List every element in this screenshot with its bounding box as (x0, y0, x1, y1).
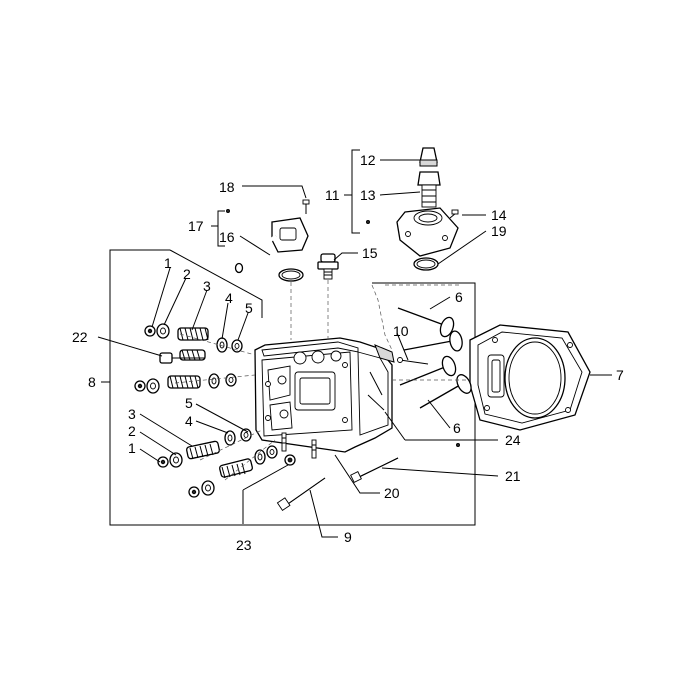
callout-9: 9 (344, 529, 352, 545)
callout-24: 24 (505, 432, 521, 448)
bracket-dots (225, 208, 460, 447)
callout-17: 17 (188, 218, 204, 234)
callout-11: 11 (325, 187, 340, 203)
callout-3: 3 (128, 406, 136, 422)
callout-16: 16 (219, 229, 235, 245)
thermostat-cover (396, 147, 459, 271)
valve-spring-set-bottom (157, 428, 296, 498)
callout-6: 6 (455, 289, 463, 305)
group-11-bracket (344, 149, 360, 234)
callout-13: 13 (360, 187, 376, 203)
callout-20: 20 (384, 485, 400, 501)
callout-3: 3 (203, 278, 211, 294)
callout-6: 6 (453, 420, 461, 436)
callout-1: 1 (164, 255, 172, 271)
assembly-guide-lines (174, 280, 470, 481)
valve-guide (397, 357, 429, 365)
group-17-bracket (211, 210, 225, 247)
callout-15: 15 (362, 245, 378, 261)
water-pipe-assembly (234, 199, 310, 282)
bolt-9 (276, 477, 326, 512)
head-gasket (469, 324, 591, 431)
valves (397, 307, 472, 409)
callout-1: 1 (128, 440, 136, 456)
callout-21: 21 (505, 468, 521, 484)
cylinder-head (254, 337, 395, 459)
callout-22: 22 (72, 329, 88, 345)
callout-5: 5 (245, 300, 253, 316)
callout-7: 7 (616, 367, 624, 383)
callout-8: 8 (88, 374, 96, 390)
callout-4: 4 (225, 290, 233, 306)
callout-14: 14 (491, 207, 507, 223)
group-8-bracket (101, 249, 476, 526)
callout-18: 18 (219, 179, 235, 195)
callout-12: 12 (360, 152, 376, 168)
callout-23: 23 (236, 537, 252, 553)
callout-5: 5 (185, 395, 193, 411)
temperature-sensor (317, 253, 339, 280)
callout-4: 4 (185, 413, 193, 429)
leader-lines (97, 159, 612, 538)
valve-spring-set-top (134, 323, 243, 394)
callout-19: 19 (491, 223, 507, 239)
callout-2: 2 (183, 266, 191, 282)
stud-bolt-21 (350, 457, 399, 483)
callout-2: 2 (128, 423, 136, 439)
callout-labels: 1 2 3 4 5 22 8 5 4 3 2 1 23 9 20 21 24 6… (72, 152, 624, 553)
callout-10: 10 (393, 323, 409, 339)
